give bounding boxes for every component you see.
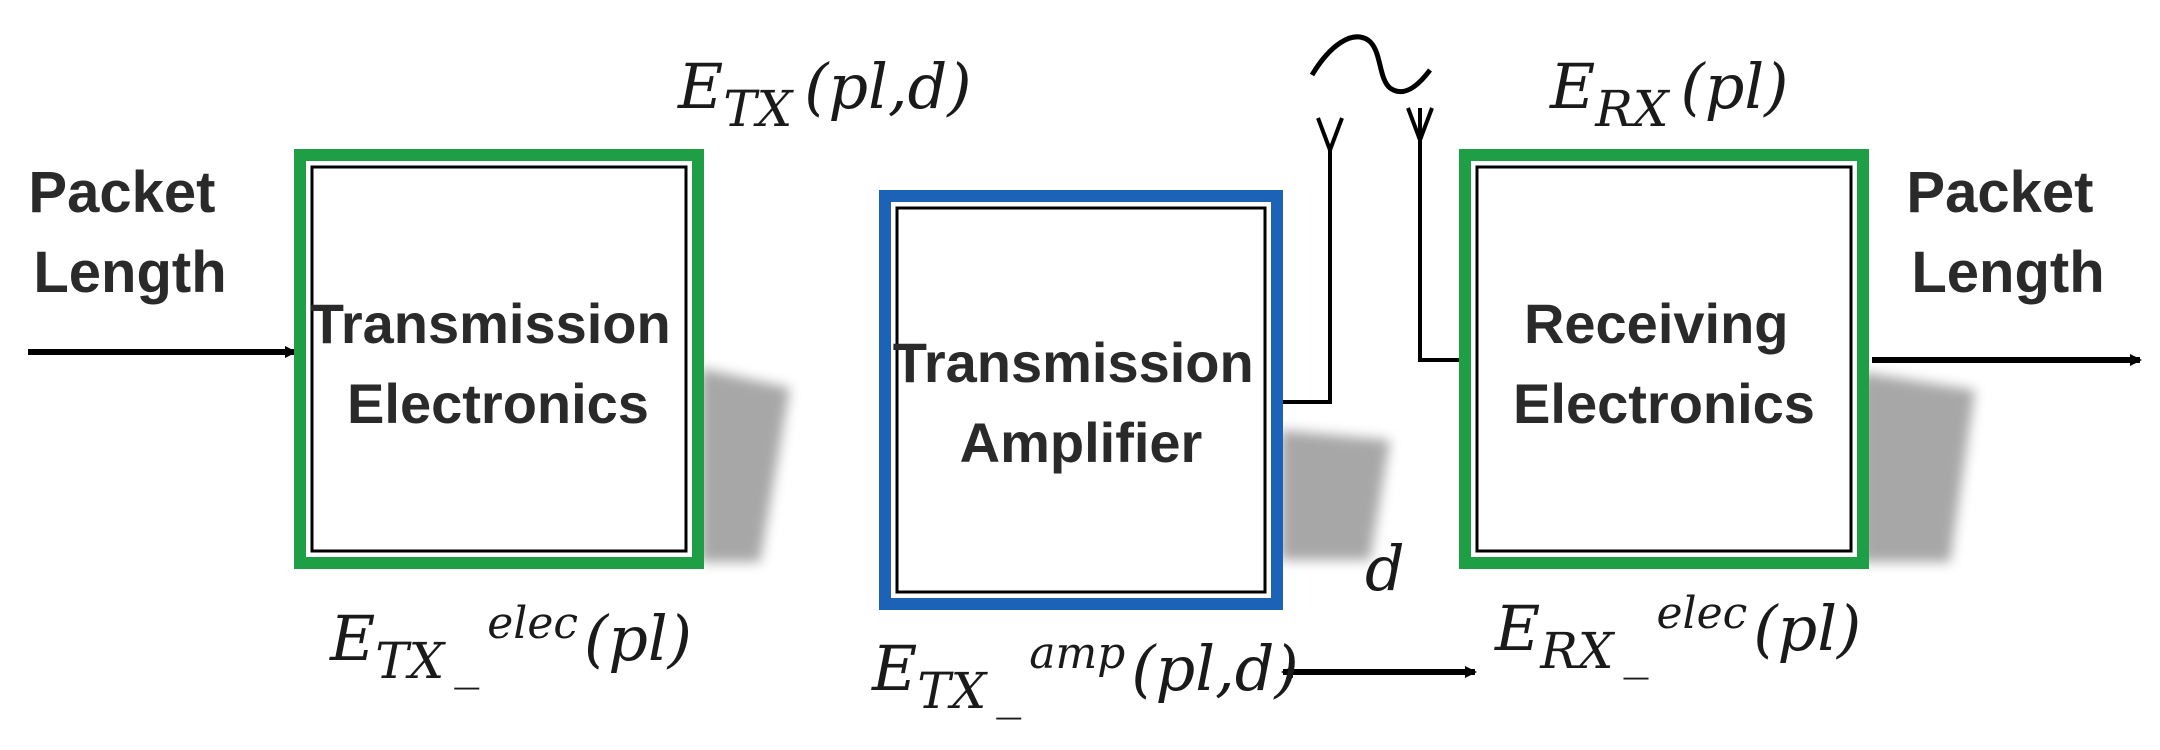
input-packet-length-label: Packet Length: [28, 160, 231, 305]
e-tx-base: E: [677, 50, 723, 123]
output-label-line1: Packet: [1906, 160, 2093, 225]
distance-label: d: [1365, 532, 1405, 605]
output-packet-length-label: Packet Length: [1906, 160, 2109, 305]
e-tx-sub: TX: [723, 80, 794, 138]
e-rx-elec-sup: elec: [1657, 588, 1748, 639]
rx-electronics-label: Receiving Electronics: [1513, 292, 1815, 435]
e-rx-base: E: [1549, 50, 1595, 123]
e-tx-amp-sup: amp: [1029, 628, 1125, 679]
e-rx-equation: ERX(pl): [1549, 50, 1788, 138]
e-tx-equation: ETX(pl,d): [677, 50, 972, 138]
e-rx-args: (pl): [1681, 50, 1789, 123]
e-rx-elec-base: E: [1494, 592, 1540, 665]
input-label-line2: Length: [33, 240, 226, 305]
e-rx-elec-dash: _: [1624, 622, 1649, 680]
tx-amplifier-shadow: [1280, 430, 1390, 560]
e-rx-elec-args: (pl): [1753, 592, 1861, 665]
e-tx-elec-dash: _: [454, 632, 479, 690]
input-label-line1: Packet: [28, 160, 215, 225]
e-tx-args: (pl,d): [804, 50, 971, 123]
tx-amplifier-label: Transmission Amplifier: [893, 331, 1270, 474]
e-rx-sub: RX: [1594, 80, 1671, 138]
tx-electronics-shadow: [700, 368, 790, 562]
e-rx-elec-equation: ERX_elec(pl): [1494, 588, 1861, 680]
tx-electronics-line2: Electronics: [347, 372, 649, 435]
e-tx-elec-sub: TX: [375, 632, 446, 690]
e-tx-amp-dash: _: [996, 662, 1021, 720]
e-tx-elec-sup: elec: [487, 598, 578, 649]
e-tx-elec-args: (pl): [584, 602, 692, 675]
e-tx-amp-sub: TX: [917, 662, 988, 720]
rx-antenna-icon: [1406, 107, 1459, 362]
e-tx-amp-base: E: [871, 632, 917, 705]
transmission-amplifier-block: Transmission Amplifier: [879, 190, 1283, 610]
transmission-electronics-block: Transmission Electronics: [294, 149, 704, 569]
tx-amplifier-line2: Amplifier: [960, 411, 1203, 474]
e-rx-elec-sub: RX: [1539, 622, 1616, 680]
receiving-electronics-block: Receiving Electronics: [1459, 149, 1869, 569]
e-tx-amp-args: (pl,d): [1131, 632, 1298, 705]
tx-amplifier-line1: Transmission: [893, 331, 1254, 394]
e-tx-elec-equation: ETX_elec(pl): [329, 598, 692, 690]
radio-wave-icon: [1309, 34, 1432, 95]
tx-electronics-label: Transmission Electronics: [310, 292, 687, 435]
e-tx-elec-base: E: [329, 602, 375, 675]
tx-electronics-line1: Transmission: [310, 292, 671, 355]
output-label-line2: Length: [1911, 240, 2104, 305]
e-tx-amp-equation: ETX_amp(pl,d): [871, 628, 1299, 720]
rx-electronics-shadow: [1860, 372, 1975, 562]
tx-antenna-icon: [1283, 117, 1344, 404]
rx-electronics-line2: Electronics: [1513, 372, 1815, 435]
rx-electronics-line1: Receiving: [1524, 292, 1789, 355]
